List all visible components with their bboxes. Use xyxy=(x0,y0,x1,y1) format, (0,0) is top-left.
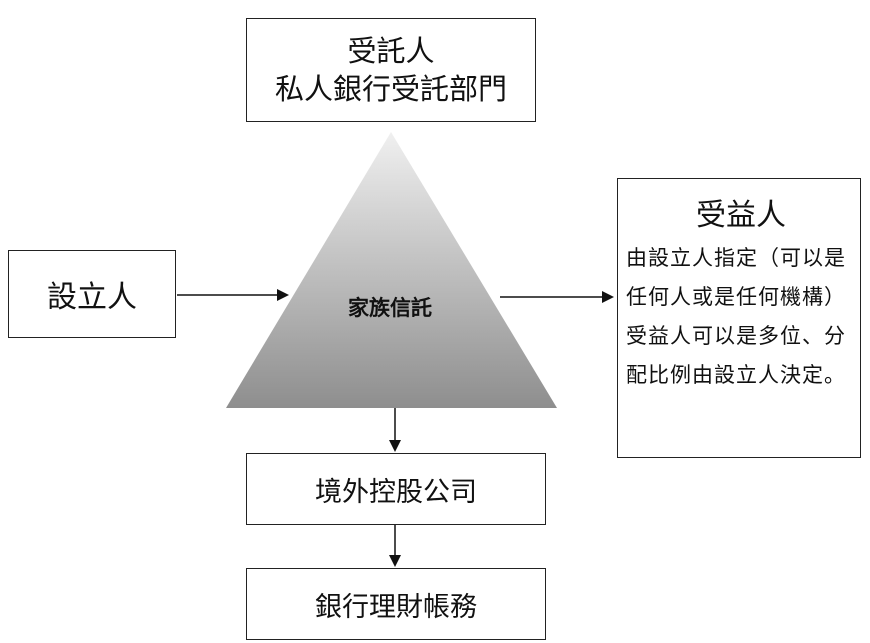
trustee-title: 受託人 xyxy=(347,34,435,68)
holding-company-box: 境外控股公司 xyxy=(246,453,546,525)
trustee-box: 受託人 私人銀行受託部門 xyxy=(246,18,536,122)
beneficiary-description: 由設立人指定（可以是任何人或是任何機構）受益人可以是多位、分配比例由設立人決定。 xyxy=(626,246,846,387)
trust-label: 家族信託 xyxy=(348,296,432,320)
trustee-subtitle: 私人銀行受託部門 xyxy=(274,72,507,106)
beneficiary-box: 受益人 由設立人指定（可以是任何人或是任何機構）受益人可以是多位、分配比例由設立… xyxy=(617,178,861,458)
bank-assets-box: 銀行理財帳務 xyxy=(246,568,546,640)
settlor-box: 設立人 xyxy=(8,250,176,338)
bank-assets-label: 銀行理財帳務 xyxy=(315,591,477,623)
trust-triangle xyxy=(226,132,557,408)
beneficiary-title: 受益人 xyxy=(696,198,786,233)
settlor-label: 設立人 xyxy=(47,280,137,315)
holding-company-label: 境外控股公司 xyxy=(315,476,477,508)
